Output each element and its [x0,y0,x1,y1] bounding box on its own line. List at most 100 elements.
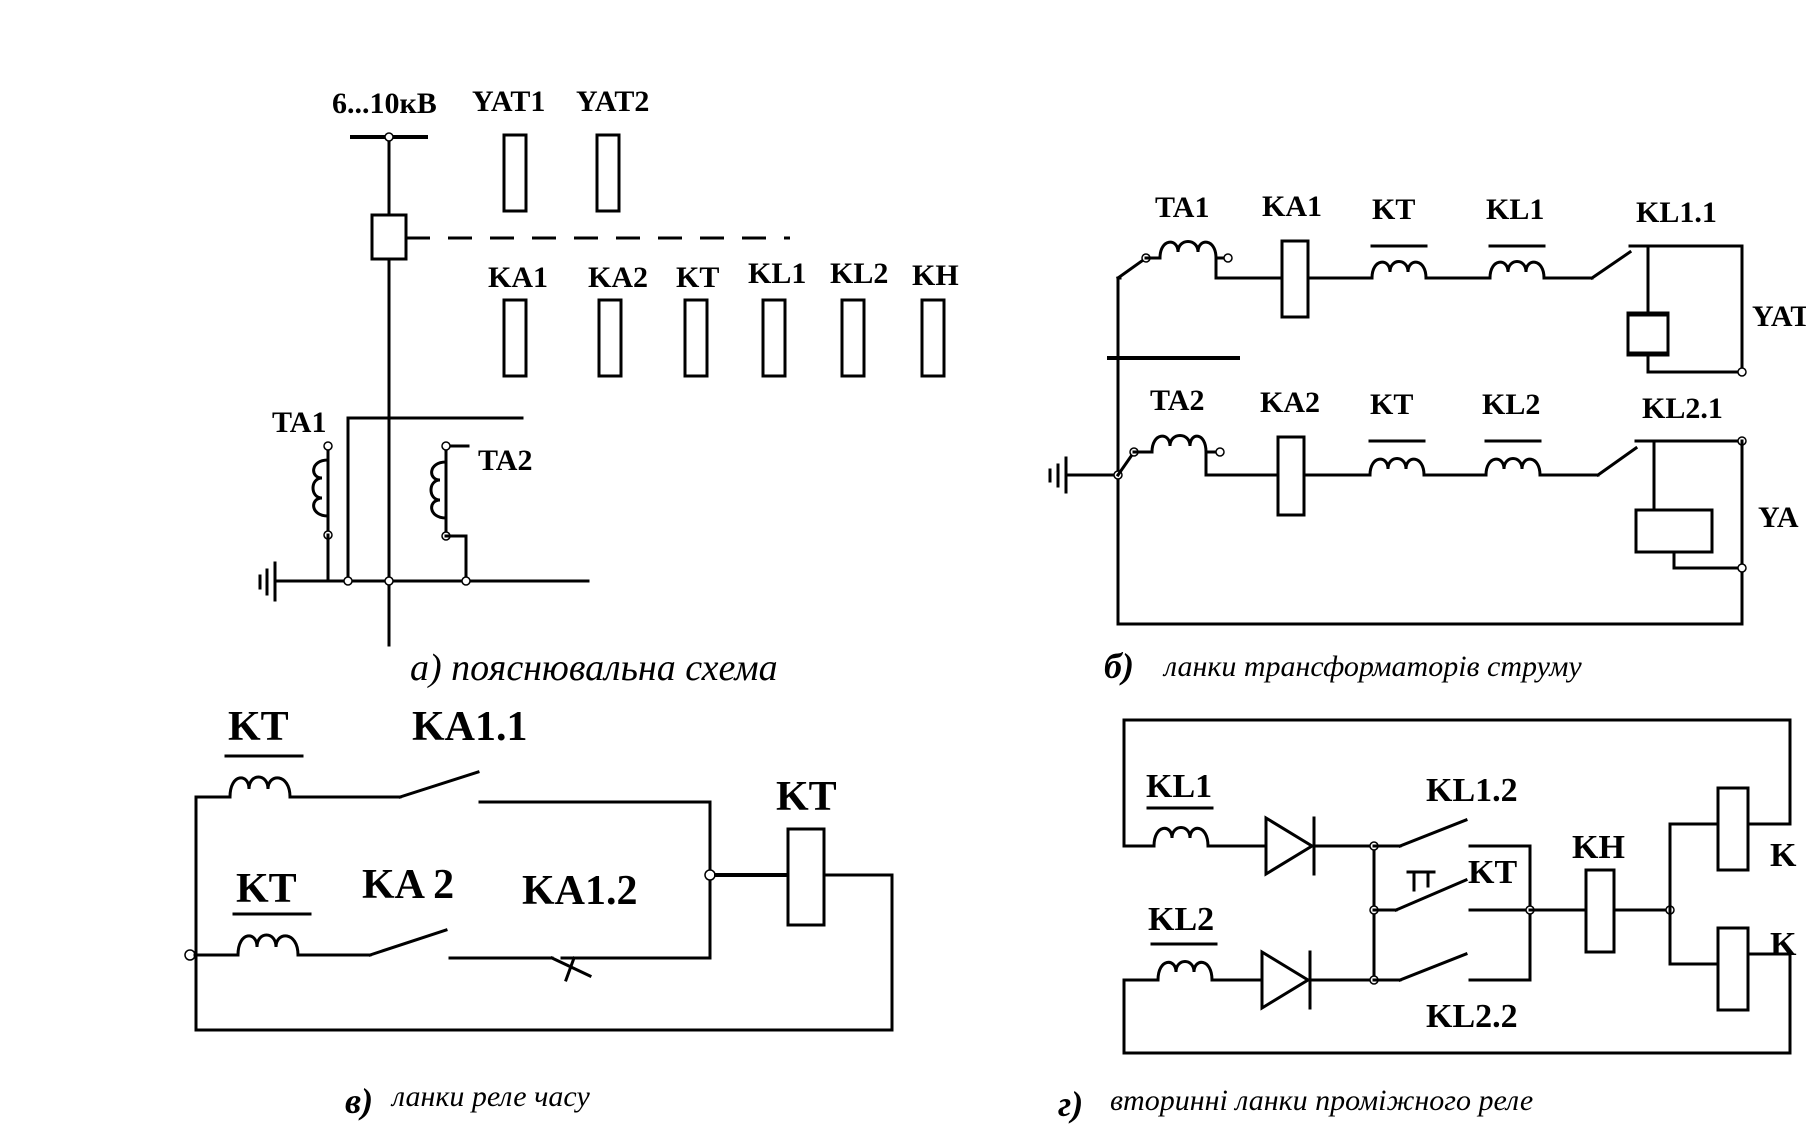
ta1-label: TA1 [1155,191,1209,224]
kl2-coil [1484,457,1542,477]
ya-coil-bottom [1634,508,1714,554]
kt-contact [1394,878,1468,912]
ka1-1-label: KA1.1 [412,704,528,750]
panel-b-caption: ланки трансформаторів струму [1162,650,1582,683]
diode-top [1264,815,1315,877]
kh-relay [920,298,946,378]
junction [384,576,394,586]
kl2-2-contact [1398,952,1468,982]
kt-top-label: KT [1372,193,1415,226]
outer-loop-top [1122,718,1792,848]
kl2-1-label: KL2.1 [1642,392,1723,425]
diode-bottom [1260,949,1311,1011]
wire [1672,550,1744,570]
ta1-label: TA1 [272,406,326,439]
kl-relay-bottom-label: K [1770,926,1797,963]
ta1-lead [1115,255,1149,281]
ta1-winding [1158,240,1218,260]
kh-label: KH [912,259,959,292]
kl1-coil [1488,260,1546,280]
kl-relay-top-label: K [1770,837,1797,874]
ka2-relay [1276,435,1306,517]
wire [1668,908,1720,966]
ka1-2-label: KA1.2 [522,868,638,914]
ka2-label: KA2 [1260,386,1320,419]
kt-relay [786,827,826,927]
kl1-label: KL1 [1486,193,1544,226]
kt-coil-top-label: KT [228,704,289,750]
panel-g-caption: вторинні ланки проміжного реле [1110,1084,1533,1117]
panel-a-caption: а) пояснювальна схема [410,647,778,689]
kl2-2-label: KL2.2 [1426,998,1518,1035]
ta1-winding [311,458,330,518]
kl1-label: KL1 [748,257,806,290]
panel-v-caption-prefix: в) [345,1081,373,1121]
kt-label: KT [676,261,719,294]
wire [478,800,712,877]
ka1-relay [1280,239,1310,319]
ta2-winding [429,460,448,520]
junction [704,869,716,881]
wire [1214,256,1284,280]
kl-relay-bottom [1716,926,1750,1012]
kl2-label: KL2 [1148,901,1214,938]
wire [1668,822,1720,912]
kl1-coil [1152,826,1210,848]
wire [560,873,712,960]
kt-relay-label: KT [776,774,837,820]
panel-b-current-transformer-circuits: TA1 KA1 KT KL1 KL1.1 YAT TA2 KA2 KT KL2 … [1048,190,1806,686]
ka1-label: KA1 [1262,190,1322,223]
ka1-2-blade [564,956,576,982]
ta2-terminal [1215,447,1225,457]
terminal [1737,563,1747,573]
ka2-label: KA2 [588,261,648,294]
wire [1646,353,1744,374]
kt-coil-bottom-label: KT [236,866,297,912]
panel-v-caption: ланки реле часу [390,1080,590,1113]
kl1-relay [761,298,787,378]
wire [1204,450,1280,477]
ta2-label: TA2 [1150,384,1204,417]
ka2-contact [368,928,448,957]
junction [343,576,353,586]
panel-g-intermediate-relay-circuits: KL1 KL2 KL1.2 KT KH KL2.2 K K г) вторинн… [1058,718,1797,1124]
kl1-label: KL1 [1146,768,1212,805]
yat2-coil [595,133,621,213]
kt-bottom-label: KT [1370,388,1413,421]
ka2-relay [597,298,623,378]
wire [1468,844,1532,982]
kl-relay-top [1716,786,1750,872]
kt-coil-bottom [236,933,300,957]
panel-g-caption-prefix: г) [1058,1084,1083,1124]
ka1-relay [502,298,528,378]
kh-label: KH [1572,829,1625,866]
kt-coil-bottom [1368,457,1426,477]
ta2-label: TA2 [478,444,532,477]
kl1-1-label: KL1.1 [1636,196,1717,229]
yat-coil-top-inner [1626,313,1670,355]
return-wire [194,873,894,1032]
panel-v-time-relay-circuits: KT KA1.1 KT KA 2 KA1.2 KT в) ланки реле … [184,704,894,1121]
kh-relay [1584,868,1616,954]
wire [194,795,232,957]
kl2-label: KL2 [1482,388,1540,421]
ya-bottom-label: YA [1758,501,1799,534]
kl2-relay [840,298,866,378]
kt-relay [683,298,709,378]
ta1-terminal [1223,253,1233,263]
yat2-label: YAT2 [576,85,649,118]
kl1-2-label: KL1.2 [1426,772,1518,809]
ta2-ground-lead [444,534,468,583]
voltage-label: 6...10кВ [332,87,437,120]
ta2-terminal [441,441,451,451]
yat1-coil [502,133,528,213]
ka-2-label: KA 2 [362,862,454,908]
yat1-label: YAT1 [472,85,545,118]
kl1-1-contact [1589,249,1633,281]
breaker [370,213,408,261]
ta1-wire [346,416,524,583]
ka1-1-contact [398,770,480,799]
kt-coil-top [1370,260,1428,280]
kl2-1-contact [1595,445,1639,478]
